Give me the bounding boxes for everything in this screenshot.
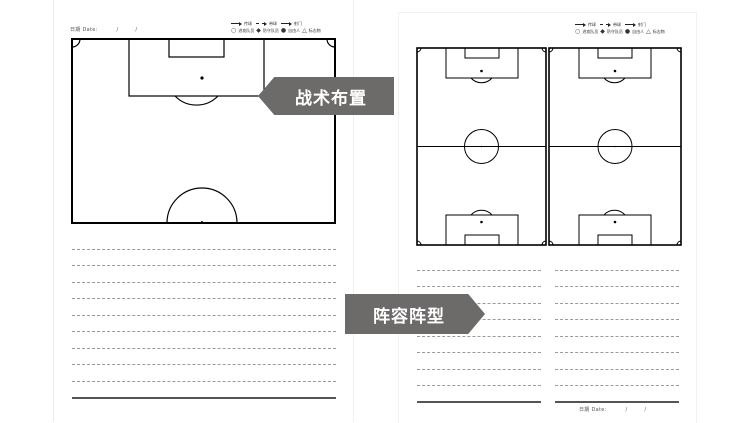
legend-defender: 防守队员 bbox=[606, 29, 623, 34]
legend-marker: 标志物 bbox=[308, 28, 321, 33]
legend-attacker: 进攻队员 bbox=[582, 29, 599, 34]
formation-page: 传球 带球 射门 ○进攻队员 ◆防守队员 ●自由人 △标志物 bbox=[398, 12, 697, 423]
pass-arrow-icon bbox=[575, 22, 586, 27]
legend-pass: 传球 bbox=[588, 22, 596, 27]
formation-banner: 阵容阵型 bbox=[345, 294, 485, 334]
attacker-icon: ○ bbox=[231, 26, 237, 34]
marker-icon: △ bbox=[646, 27, 651, 35]
date-label: 日期 Date: bbox=[70, 27, 98, 33]
legend-dribble: 带球 bbox=[613, 22, 621, 27]
legend-dribble: 带球 bbox=[269, 21, 277, 26]
legend-free: 自由人 bbox=[632, 29, 645, 34]
dribble-arrow-icon bbox=[600, 22, 611, 27]
date-field: 日期 Date: / / bbox=[70, 26, 140, 33]
free-player-icon: ● bbox=[624, 27, 631, 35]
legend-shoot: 射门 bbox=[638, 22, 646, 27]
full-pitch-left bbox=[416, 47, 547, 246]
marker-icon: △ bbox=[302, 26, 307, 34]
dribble-arrow-icon bbox=[256, 21, 267, 26]
date-separator: / bbox=[644, 407, 647, 413]
legend: 传球 带球 射门 ○进攻队员 ◆防守队员 ●自由人 △标志物 bbox=[231, 20, 321, 34]
legend-defender: 防守队员 bbox=[262, 28, 279, 33]
notes-area-left[interactable] bbox=[417, 270, 541, 403]
free-player-icon: ● bbox=[280, 26, 287, 34]
legend-pass: 传球 bbox=[244, 21, 252, 26]
legend: 传球 带球 射门 ○进攻队员 ◆防守队员 ●自由人 △标志物 bbox=[575, 21, 665, 35]
full-pitch-diagrams bbox=[416, 47, 682, 246]
date-label: 日期 Date: bbox=[579, 407, 607, 413]
legend-shoot: 射门 bbox=[294, 21, 302, 26]
attacker-icon: ○ bbox=[575, 27, 581, 35]
full-pitch-right bbox=[548, 47, 682, 246]
legend-marker: 标志物 bbox=[652, 29, 665, 34]
half-pitch-diagram bbox=[71, 38, 336, 224]
notes-area[interactable] bbox=[72, 249, 336, 401]
date-separator: / bbox=[135, 27, 138, 33]
tactics-banner: 战术布置 bbox=[258, 77, 394, 115]
date-separator: / bbox=[625, 407, 628, 413]
notes-area-right[interactable] bbox=[555, 270, 679, 403]
legend-attacker: 进攻队员 bbox=[238, 28, 255, 33]
shoot-arrow-icon bbox=[281, 21, 292, 26]
legend-free: 自由人 bbox=[288, 28, 301, 33]
pass-arrow-icon bbox=[231, 21, 242, 26]
shoot-arrow-icon bbox=[625, 22, 636, 27]
defender-icon: ◆ bbox=[600, 27, 605, 35]
tactics-page: 日期 Date: / / 传球 带球 射门 ○进攻队员 ◆防守队员 ●自由人 △… bbox=[53, 0, 354, 422]
date-separator: / bbox=[116, 27, 119, 33]
defender-icon: ◆ bbox=[256, 26, 261, 34]
date-field: 日期 Date: / / bbox=[579, 406, 649, 413]
